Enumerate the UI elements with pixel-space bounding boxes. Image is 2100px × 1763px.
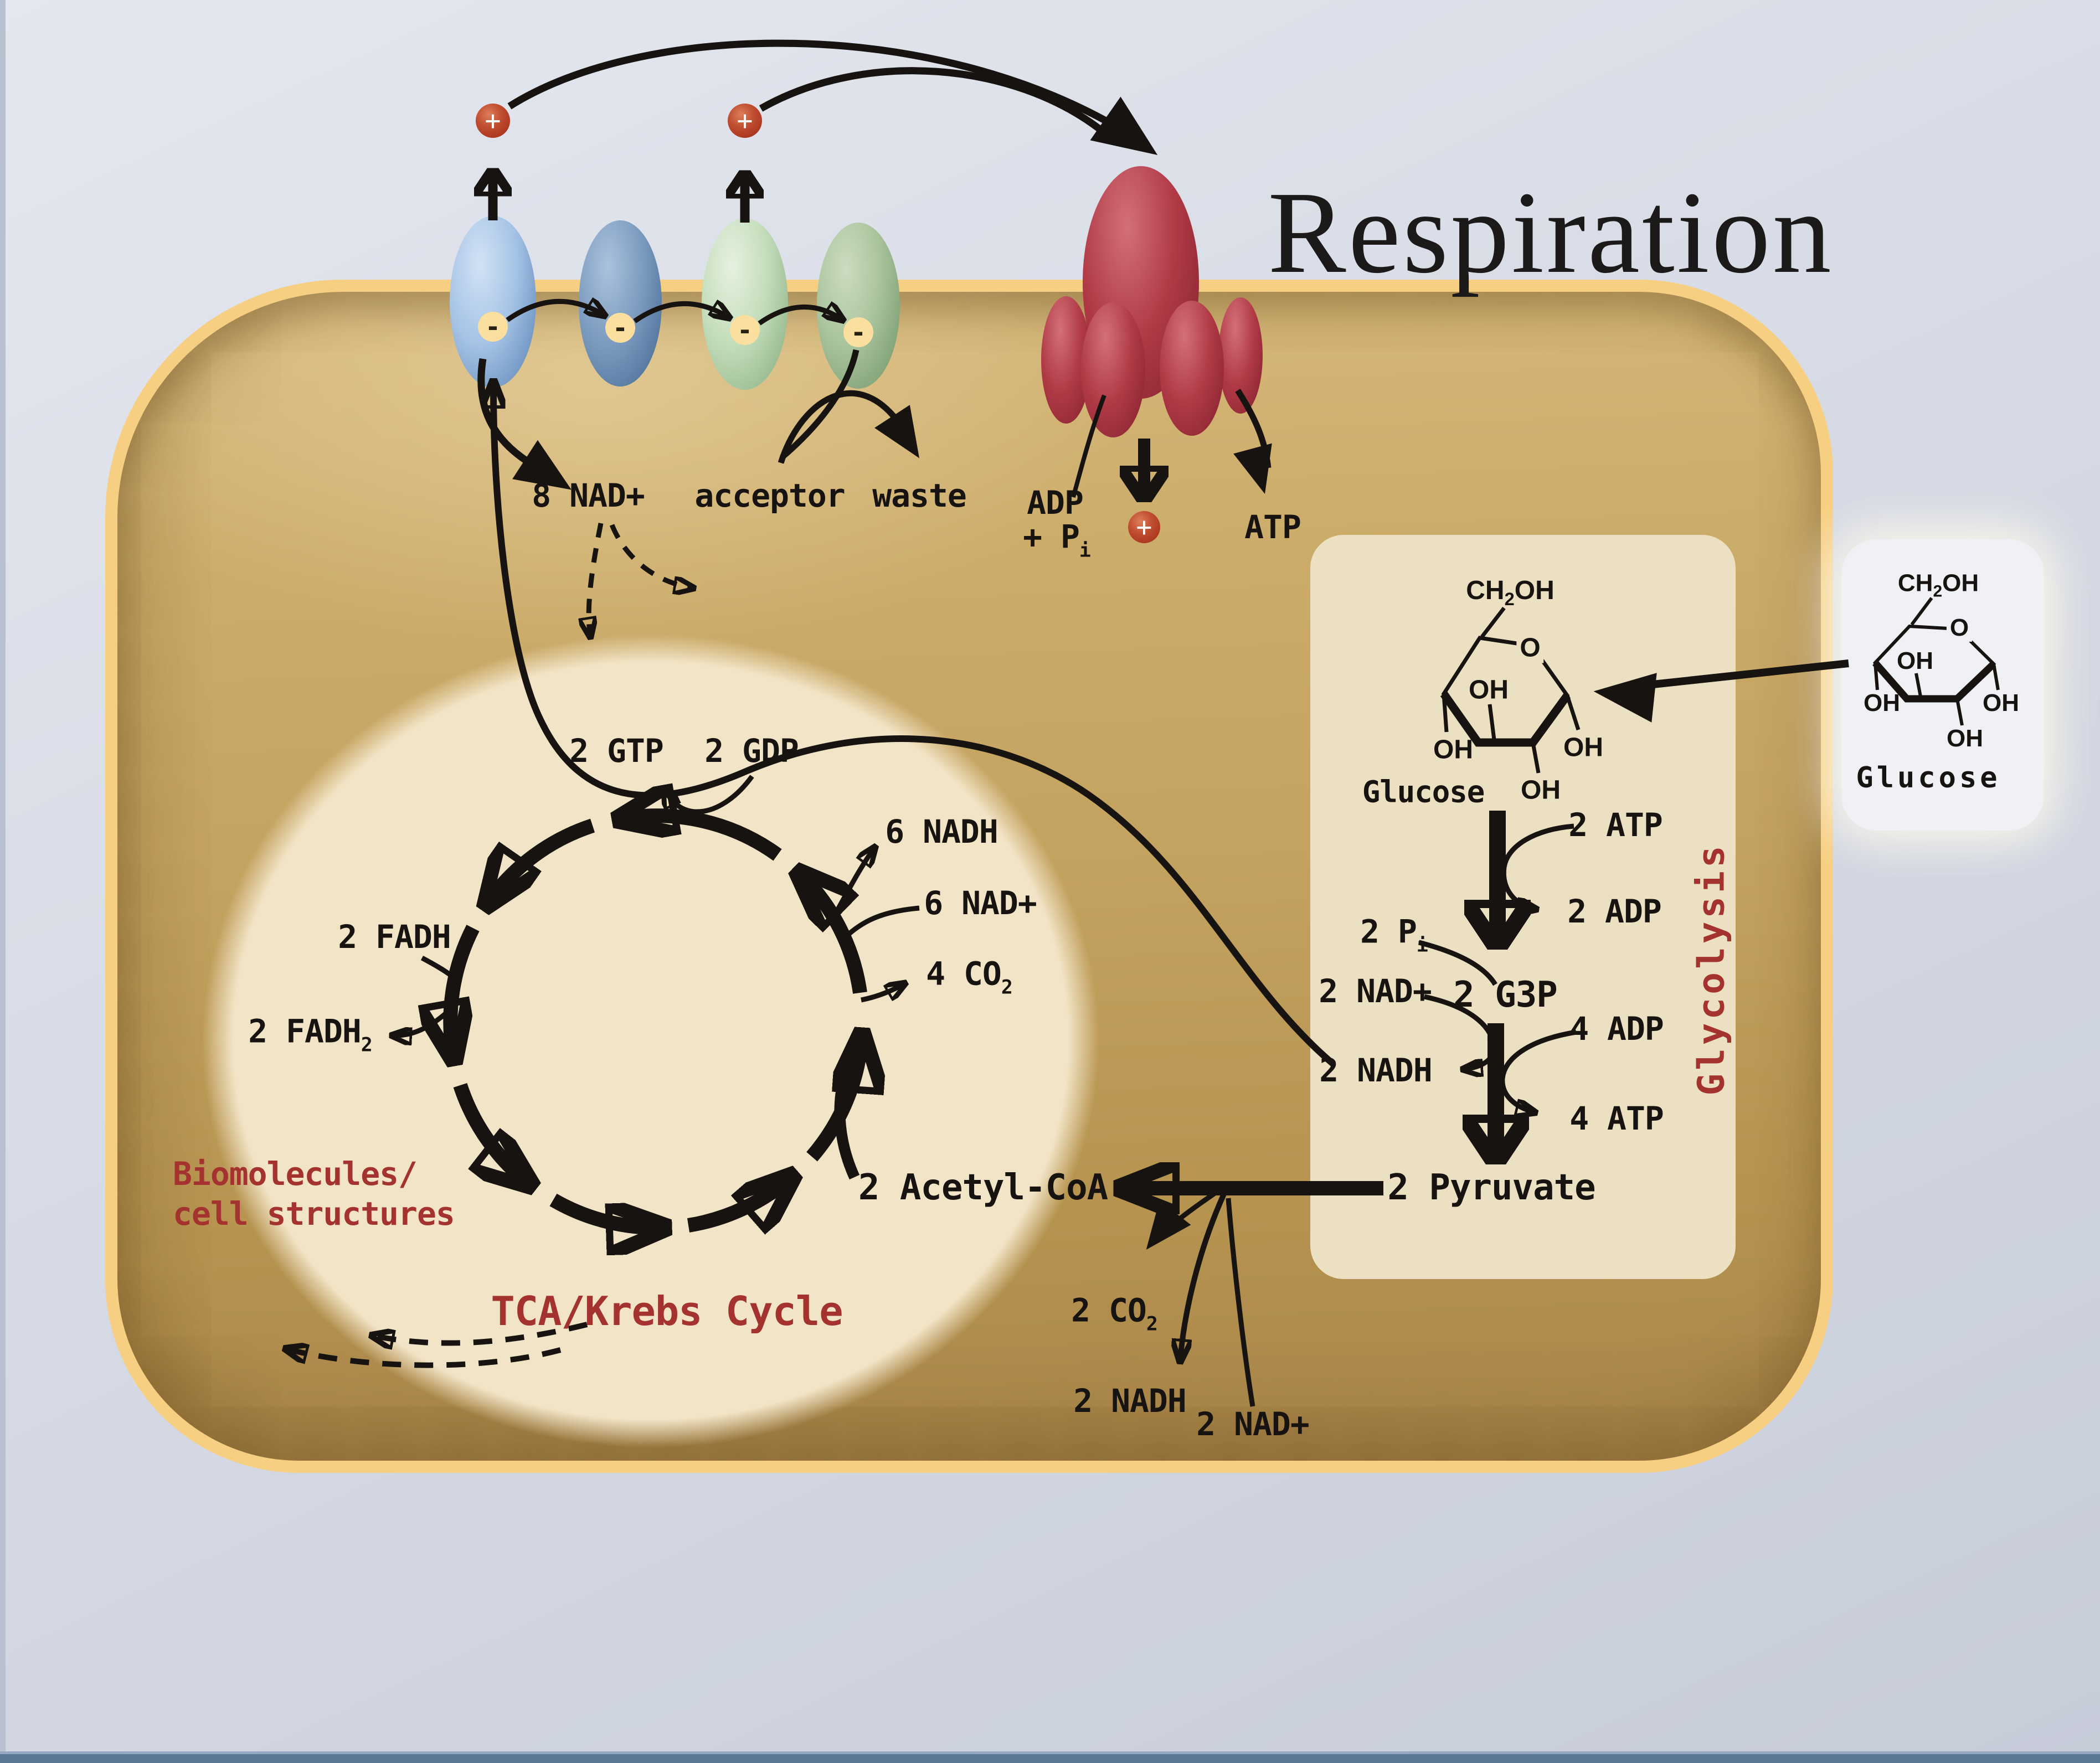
- glycolysis-nad-label: 2 NAD+: [1319, 972, 1432, 1010]
- electron-badge-1: -: [478, 312, 508, 342]
- glycolysis-4atp-label: 4 ATP: [1569, 1100, 1664, 1137]
- tca-nadh-label: 6 NADH: [885, 813, 998, 850]
- electron-badge-4: -: [843, 317, 873, 347]
- biomolecules-label-line2: cell structures: [173, 1195, 455, 1233]
- atp-synthase-lobe-front-right: [1160, 301, 1224, 436]
- panel-ch2oh-label: CH2OH: [1466, 575, 1555, 610]
- glycolysis-2atp-label: 2 ATP: [1568, 806, 1663, 844]
- tca-matrix-region: [202, 634, 1099, 1448]
- nad-dashed-arrow-2: [609, 524, 693, 588]
- acceptor-label: acceptor: [694, 477, 845, 514]
- fadh-label: 2 FADH: [338, 918, 451, 956]
- external-oh-bottom-label: OH: [1947, 725, 1983, 752]
- gdp-label: 2 GDP: [704, 732, 799, 770]
- biomolecules-dashed-arrow-2: [286, 1349, 562, 1368]
- page-edge-strip: [0, 0, 6, 1763]
- acetyl-coa-label: 2 Acetyl-CoA: [858, 1167, 1108, 1208]
- nad8-label: 8 NAD+: [532, 477, 645, 514]
- panel-oh-inner-label: OH: [1469, 675, 1509, 705]
- glycolysis-pi-label: 2 Pi: [1360, 913, 1428, 957]
- waste-label: waste: [872, 477, 967, 514]
- gdp-to-gtp-arrow: [665, 775, 754, 815]
- atp-to-adp-curve: [1501, 823, 1574, 909]
- link-co2-label: 2 CO2: [1071, 1291, 1158, 1336]
- glycolysis-pathway-label: Glycolysis: [1690, 842, 1733, 1096]
- bottom-strip: [0, 1754, 2100, 1763]
- biomolecules-label-line1: Biomolecules/: [173, 1155, 418, 1193]
- glycolysis-nadh-label: 2 NADH: [1319, 1051, 1433, 1089]
- link-nadh-arrow: [1180, 1190, 1228, 1361]
- external-oh-inner-label: OH: [1897, 647, 1933, 674]
- link-nad-input-line: [1226, 1198, 1255, 1407]
- fadh2-output-arrow: [392, 1007, 453, 1035]
- proton-arc-2: [759, 67, 1106, 135]
- proton-arc-arrowhead: [1090, 96, 1158, 155]
- atp-output-arrowhead: [1233, 443, 1272, 494]
- external-glucose-label: Glucose: [1856, 761, 2001, 795]
- glucose-import-line: [1653, 659, 1849, 688]
- link-co2-arrowhead: [1146, 1200, 1191, 1250]
- fadh2-label: 2 FADH2: [248, 1012, 372, 1056]
- proton-arc-1: [507, 39, 1129, 136]
- adp-pi-input-line: [1071, 394, 1106, 498]
- atp-label: ATP: [1244, 508, 1301, 546]
- tca-co2-label: 4 CO2: [926, 955, 1013, 999]
- panel-glucose-label: Glucose: [1362, 774, 1485, 810]
- electron-badge-2: -: [605, 313, 635, 343]
- atp-synthase-lobe-front-left: [1081, 302, 1145, 437]
- panel-oh-left-label: OH: [1433, 735, 1473, 765]
- nad-input-line: [842, 905, 920, 940]
- glycolysis-4adp-label: 4 ADP: [1569, 1010, 1664, 1048]
- nadh-output-arrow: [830, 847, 875, 922]
- gtp-label: 2 GTP: [569, 732, 664, 770]
- link-nad-label: 2 NAD+: [1196, 1405, 1310, 1443]
- proton-badge-1: +: [476, 104, 510, 138]
- external-oh-left-label: OH: [1864, 689, 1900, 716]
- external-glucose-box: [1841, 539, 2044, 831]
- external-ch2oh-label: CH2OH: [1897, 569, 1979, 601]
- waste-arrowhead: [874, 405, 920, 458]
- electron-to-acceptor-curve: [780, 349, 859, 460]
- proton-badge-synthase: +: [1128, 511, 1160, 543]
- chain-to-nad-curve: [477, 358, 529, 465]
- adp-label: ADP: [1027, 484, 1084, 522]
- nadh-to-chain-curve: [493, 382, 1336, 1067]
- biomolecules-dashed-arrow-1: [372, 1322, 588, 1343]
- panel-ring-o-label: O: [1516, 632, 1544, 663]
- link-nadh-label: 2 NADH: [1073, 1382, 1187, 1420]
- external-oh-right-label: OH: [1983, 689, 2019, 716]
- glucose-import-arrowhead: [1593, 673, 1657, 723]
- acetyl-entry-arrow: [834, 1044, 862, 1180]
- tca-nad-label: 6 NAD+: [924, 884, 1037, 922]
- fadh-input-line: [420, 956, 456, 980]
- pi-input-curve: [1418, 940, 1497, 986]
- pi-label: + Pi: [1023, 518, 1091, 562]
- nad-to-nadh-curve: [1424, 994, 1496, 1069]
- panel-oh-bottom-label: OH: [1521, 775, 1561, 805]
- tca-cycle-label: TCA/Krebs Cycle: [491, 1288, 843, 1334]
- electron-badge-3: -: [730, 315, 760, 345]
- electron-hop-2: [633, 303, 729, 323]
- panel-oh-right-label: OH: [1563, 733, 1603, 762]
- electron-hop-3: [758, 307, 843, 323]
- chain-to-nad-arrowhead: [512, 440, 572, 490]
- acceptor-to-waste-arch: [778, 390, 911, 464]
- page-title: Respiration: [1268, 167, 1834, 297]
- electron-hop-1: [506, 301, 605, 322]
- glycolysis-2adp-label: 2 ADP: [1567, 893, 1662, 930]
- proton-badge-2: +: [728, 104, 762, 138]
- adp-to-atp-curve: [1500, 1029, 1577, 1112]
- external-ring-o-label: O: [1946, 614, 1973, 642]
- nad-dashed-arrow-1: [589, 523, 604, 637]
- bottom-strip-highlight: [0, 1751, 2100, 1754]
- etc-protein-1: [450, 216, 536, 388]
- tca-cycle-ring: [450, 816, 862, 1228]
- co2-output-arrow: [861, 983, 905, 1003]
- g3p-label: 2 G3P: [1453, 975, 1558, 1015]
- pyruvate-label: 2 Pyruvate: [1387, 1167, 1595, 1208]
